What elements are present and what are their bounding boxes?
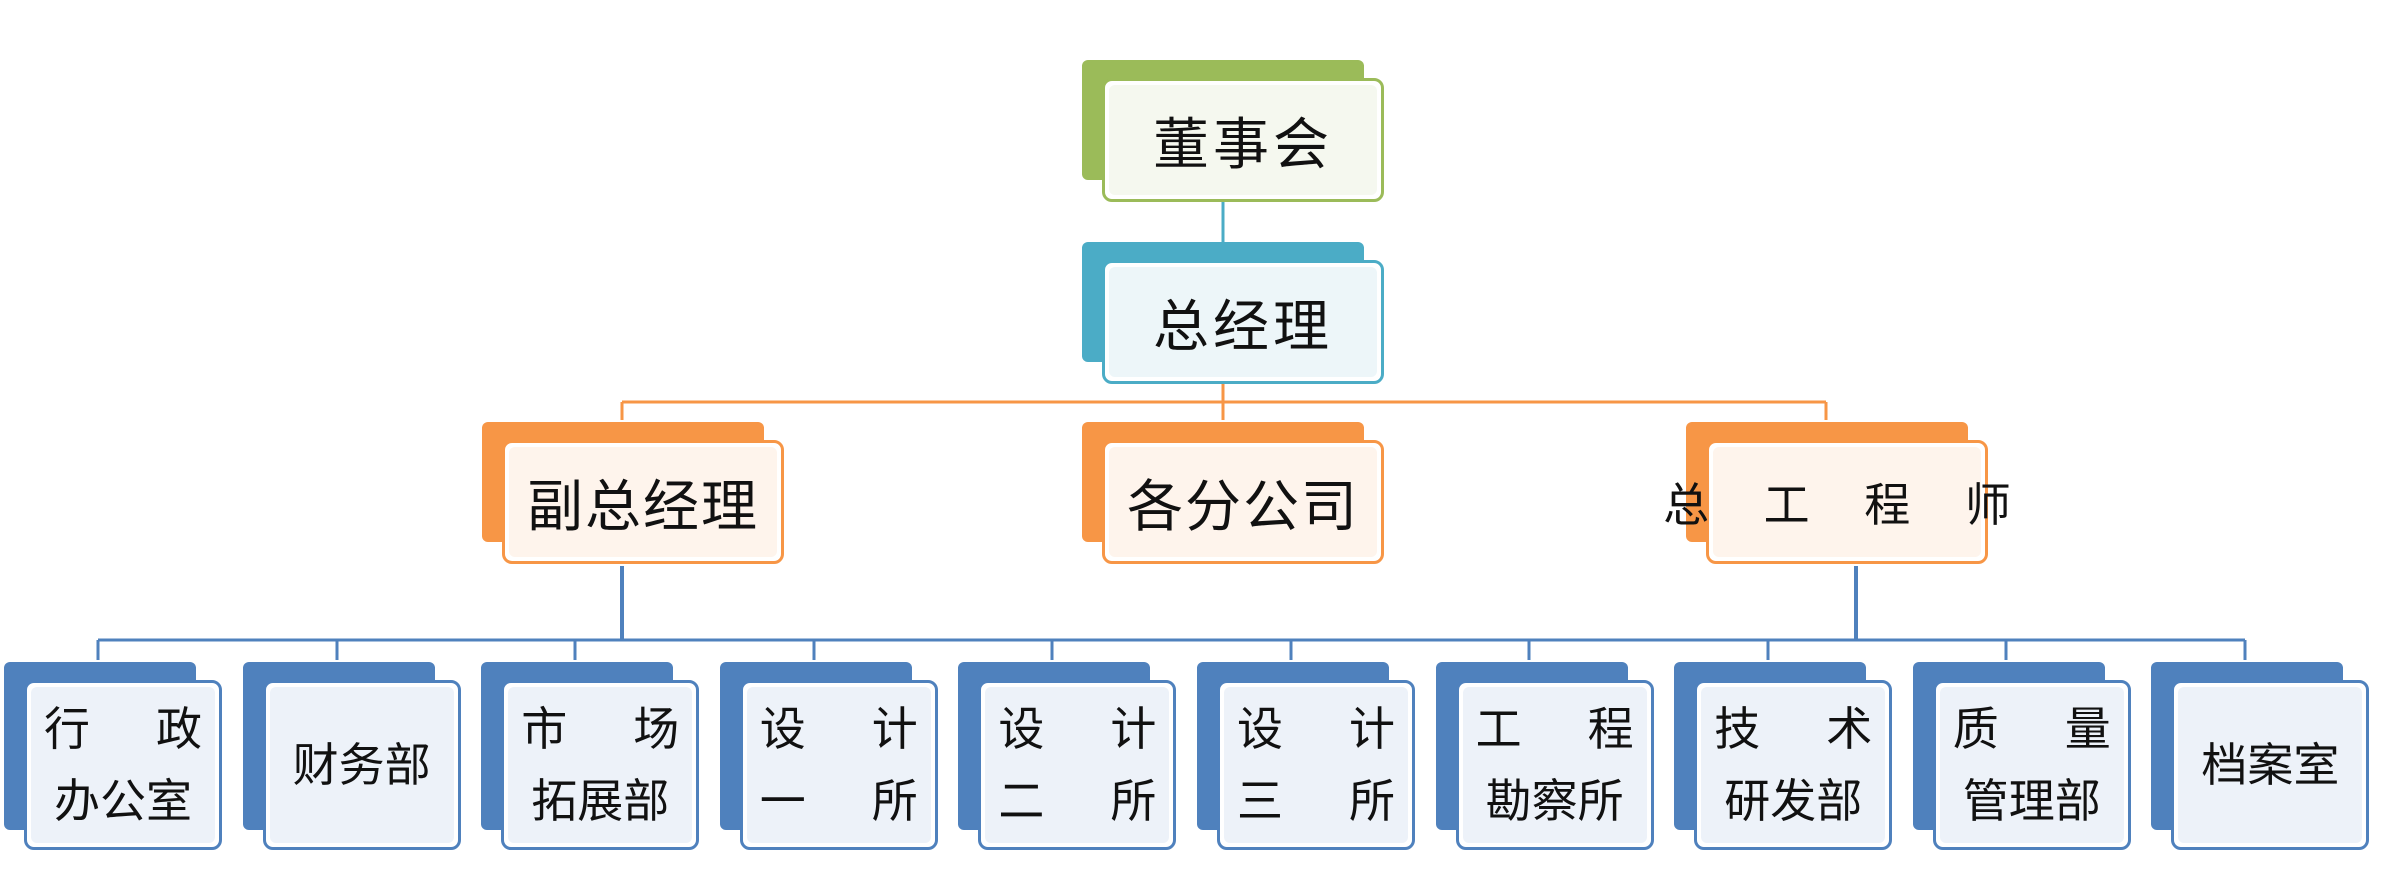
node-label: 各分公司 (1127, 474, 1359, 540)
department-box: 档案室 (2151, 662, 2371, 854)
department-box: 行政办公室 (4, 662, 224, 854)
department-label-line2: 勘察所 (1485, 774, 1624, 828)
department-label-line1: 质量 (1952, 702, 2111, 756)
node-label: 总 工 程 师 (1663, 478, 2031, 532)
department-label-line2: 拓展部 (531, 774, 670, 828)
node-label: 副总经理 (527, 474, 759, 540)
node-card: 设计三所 (1217, 680, 1415, 850)
node-card: 总 工 程 师 (1663, 440, 2011, 564)
node-chief-engineer: 总 工 程 师 (1663, 422, 2011, 572)
department-box: 市场拓展部 (481, 662, 701, 854)
department-label-line1: 市场 (521, 702, 680, 756)
node-card: 工程勘察所 (1455, 680, 1654, 850)
department-label-line2: 研发部 (1724, 774, 1863, 828)
department-label-line2: 一所 (759, 774, 918, 828)
department-box: 质量管理部 (1912, 662, 2133, 854)
department-label: 财务部 (292, 738, 431, 792)
department-label-line1: 设计 (759, 702, 918, 756)
department-label-line1: 工程 (1475, 702, 1634, 756)
department-box: 设计二所 (958, 662, 1178, 854)
node-card: 总经理 (1102, 260, 1384, 384)
node-deputy-gm: 副总经理 (482, 422, 792, 572)
node-label: 董事会 (1153, 112, 1333, 178)
department-label-line2: 管理部 (1962, 774, 2101, 828)
node-card: 财务部 (262, 680, 461, 850)
department-label: 技术研发部 (1714, 693, 1872, 837)
node-card: 董事会 (1102, 78, 1384, 202)
department-box: 设计三所 (1197, 662, 1417, 854)
node-card: 各分公司 (1102, 440, 1384, 564)
department-label-line1: 设计 (1237, 702, 1395, 756)
node-card: 市场拓展部 (501, 680, 700, 850)
department-label-line1: 技术 (1714, 702, 1873, 756)
department-box: 设计一所 (719, 662, 940, 854)
node-general-manager: 总经理 (1082, 242, 1392, 392)
department-box: 技术研发部 (1674, 662, 1894, 854)
node-card: 设计一所 (739, 680, 938, 850)
node-branches: 各分公司 (1082, 422, 1392, 572)
department-label: 市场拓展部 (521, 693, 679, 837)
department-label: 行政办公室 (44, 693, 202, 837)
department-label: 工程勘察所 (1476, 693, 1634, 837)
node-card: 副总经理 (502, 440, 784, 564)
node-card: 设计二所 (978, 680, 1177, 850)
department-label-line1: 行政 (44, 702, 202, 756)
department-label: 档案室 (2201, 738, 2340, 792)
department-label: 质量管理部 (1953, 693, 2111, 837)
department-label-line1: 设计 (998, 702, 1157, 756)
node-card: 质量管理部 (1932, 680, 2131, 850)
department-box: 工程勘察所 (1435, 662, 1656, 854)
department-label-line2: 办公室 (54, 774, 192, 828)
department-label: 设计三所 (1237, 693, 1395, 837)
department-label: 设计一所 (760, 693, 918, 837)
department-box: 财务部 (242, 662, 463, 854)
node-card: 行政办公室 (24, 680, 222, 850)
node-card: 档案室 (2171, 680, 2370, 850)
department-label-line2: 三所 (1237, 774, 1395, 828)
department-label: 设计二所 (998, 693, 1156, 837)
node-label: 总经理 (1153, 294, 1333, 360)
department-label-line2: 二所 (998, 774, 1157, 828)
node-card: 技术研发部 (1694, 680, 1893, 850)
node-board: 董事会 (1082, 60, 1392, 210)
